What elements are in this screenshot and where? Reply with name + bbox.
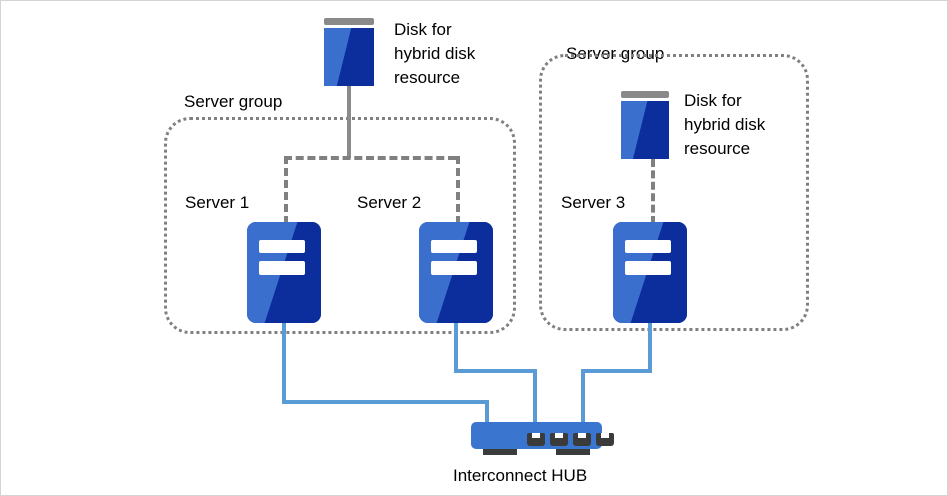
shared-disk-stem [347,86,351,158]
interconnect-hub-icon [471,422,614,455]
disk-bracket-to-server-1 [284,156,288,224]
network-line-server-1-horizontal [282,400,489,404]
server-2-label: Server 2 [357,193,422,212]
left-server-group-label: Server group [184,92,283,111]
server-slot-bar [430,240,477,254]
hub-port [550,433,568,446]
hub-foot [556,449,590,455]
network-line-server-1-vertical [282,323,286,404]
network-line-server-3-horizontal [581,369,652,373]
shared-disk-label-line3: resource [394,68,461,87]
disk-cap [324,18,374,25]
right-server-group-label: Server group [566,44,665,63]
server-3-label: Server 3 [561,193,626,212]
server-slot-bar [258,240,305,254]
network-line-hub-drop-1 [485,400,489,424]
network-line-hub-drop-3 [581,369,585,424]
network-line-server-2-vertical [454,323,458,373]
hub-port [573,433,591,446]
disk-body [324,28,374,86]
server-slot-bar [624,261,671,275]
disk-bracket-to-server-2 [456,156,460,224]
left-server-group-box [164,117,516,334]
disk-cap [621,91,669,98]
shared-disk-label-line1: Disk for [394,20,452,39]
server-slot-bar [624,240,671,254]
server-slot-bar [430,261,477,275]
hub-port [596,433,614,446]
network-line-server-2-horizontal [454,369,537,373]
interconnect-hub-label: Interconnect HUB [453,466,588,485]
group2-disk-label-line3: resource [684,139,751,158]
group2-disk-label-line1: Disk for [684,91,742,110]
server-slot-bar [258,261,305,275]
server-2-icon [419,222,493,323]
shared-disk-label-line2: hybrid disk [394,44,476,63]
hub-port [527,433,545,446]
hub-foot [483,449,517,455]
server-1-icon [247,222,321,323]
disk-body [621,101,669,159]
disk-bracket-horizontal [284,156,456,160]
network-line-hub-drop-2 [533,369,537,424]
network-line-server-3-vertical [648,323,652,373]
right-server-group-box [539,54,809,331]
group2-disk-label-line2: hybrid disk [684,115,766,134]
server-1-label: Server 1 [185,193,250,212]
group2-disk-icon [621,91,669,159]
shared-disk-icon [324,18,374,86]
server-3-icon [613,222,687,323]
group2-disk-to-server-3 [651,159,655,224]
